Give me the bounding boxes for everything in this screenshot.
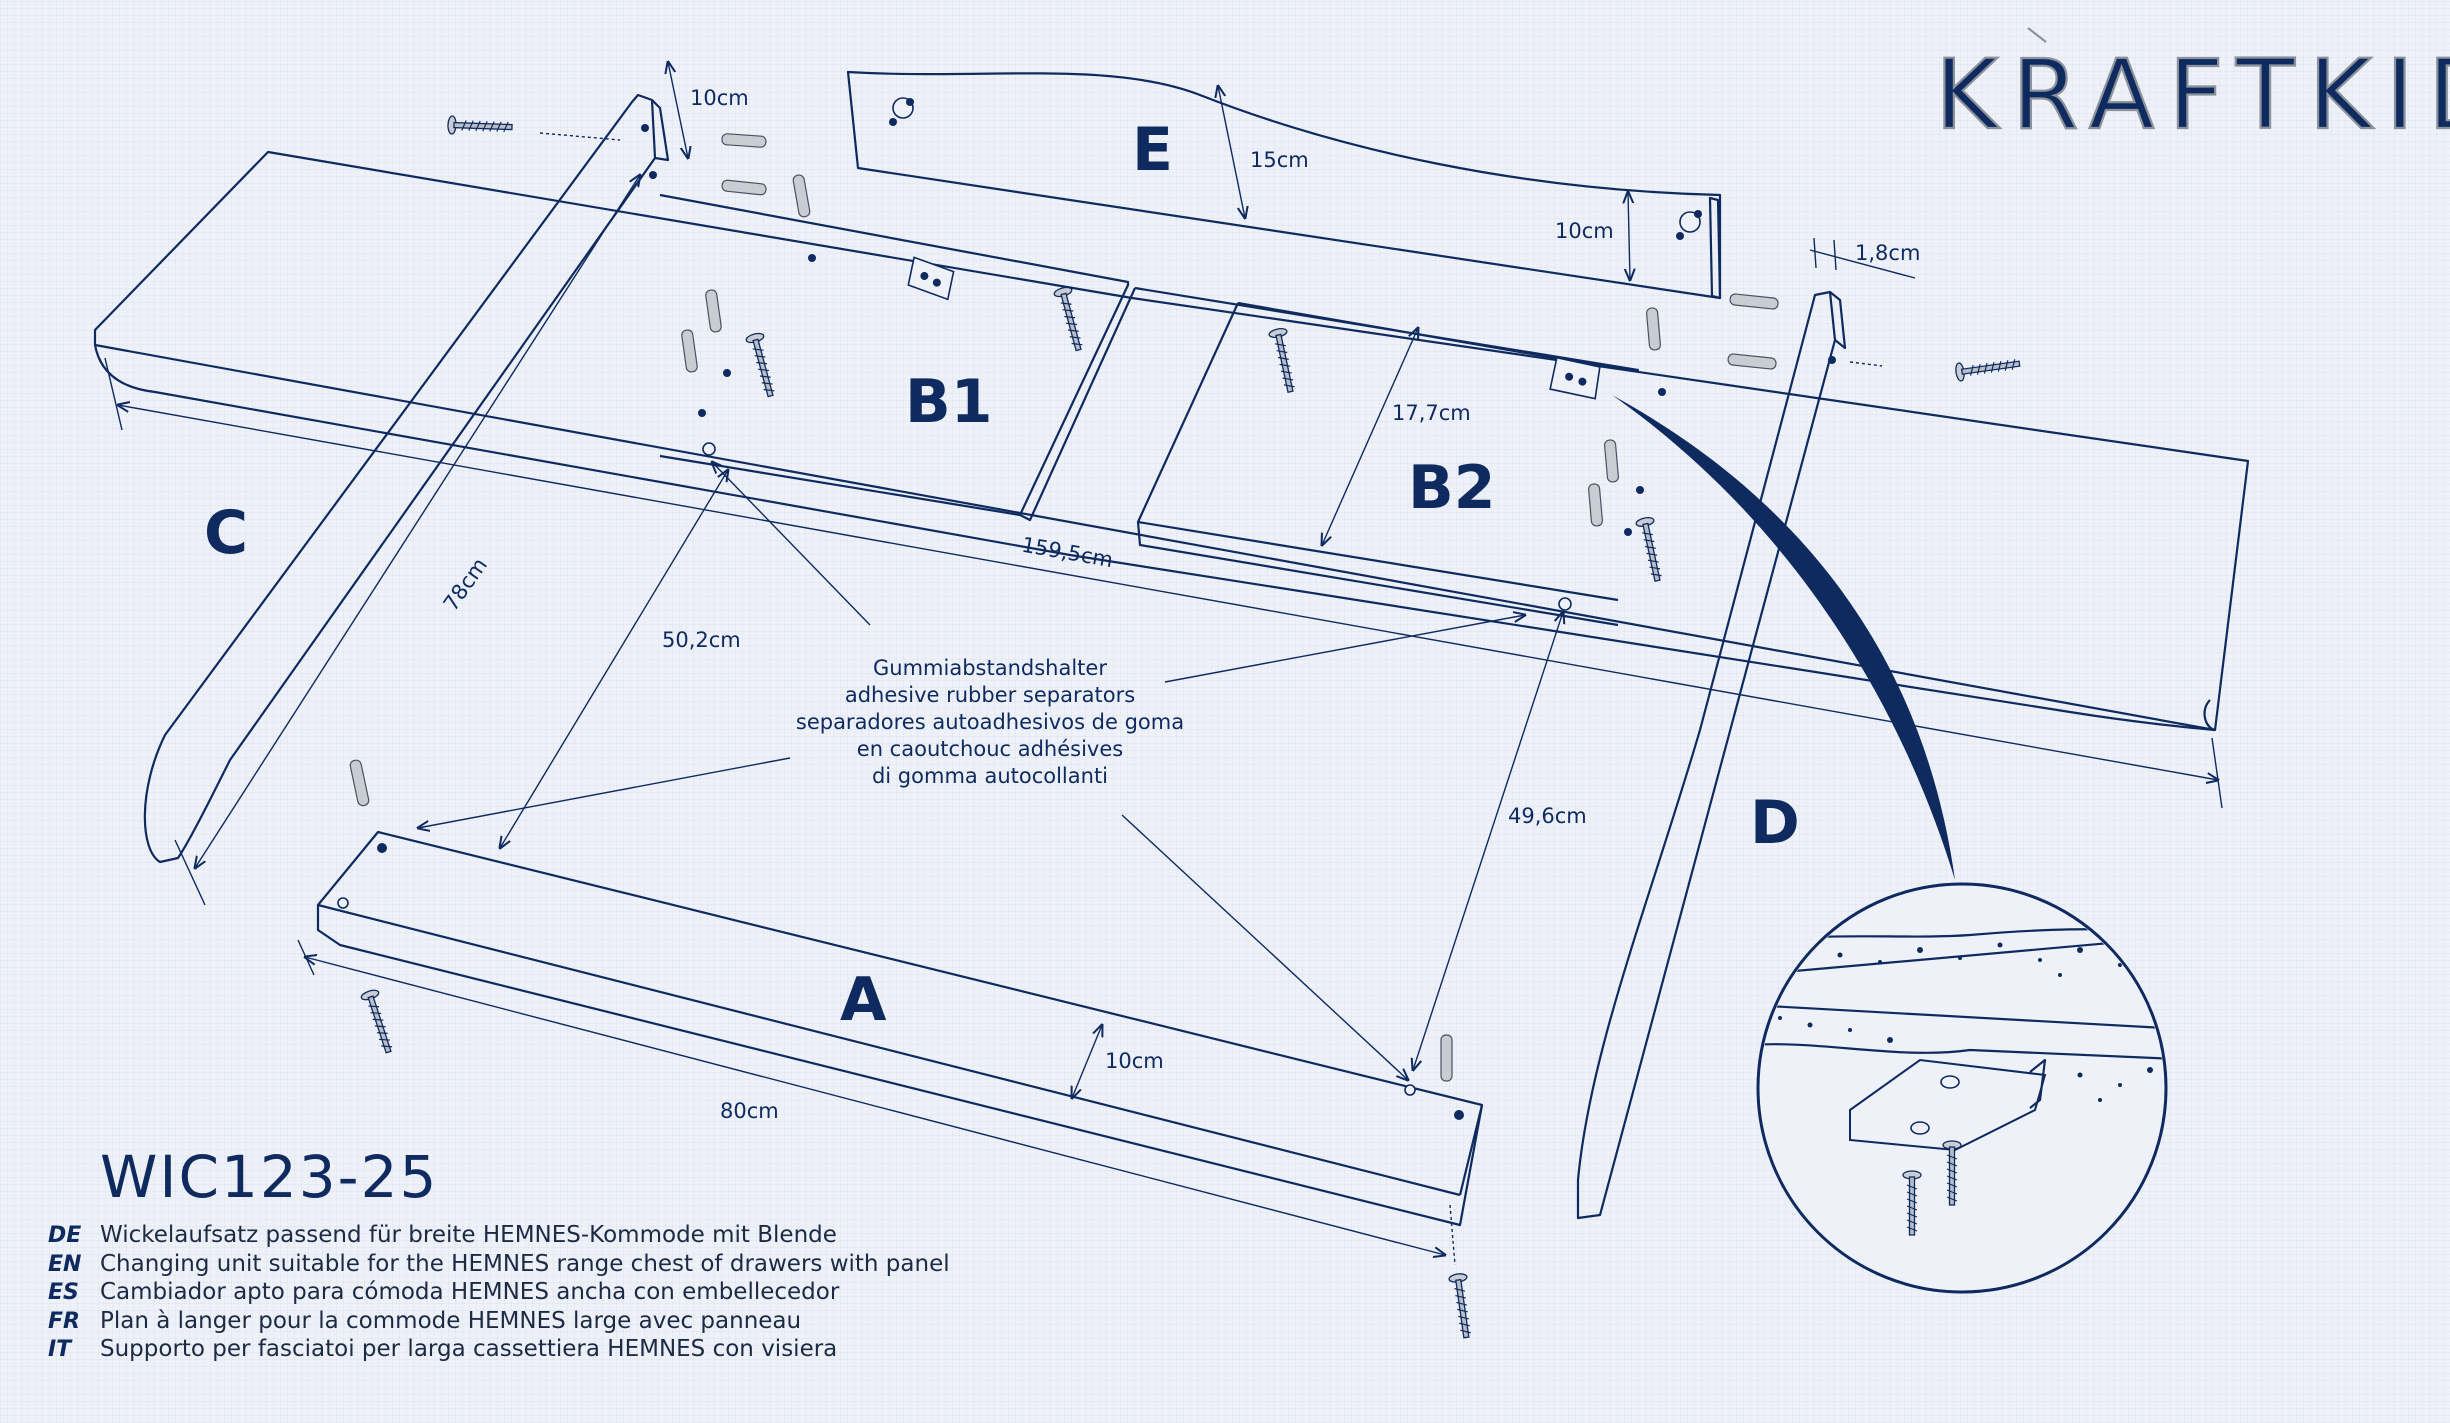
description-row-en: EN Changing unit suitable for the HEMNES… (48, 1251, 1148, 1280)
note-line-es: separadores autoadhesivos de goma (796, 710, 1184, 734)
dim-e-height-right: 10cm (1555, 219, 1614, 243)
description-row-es: ES Cambiador apto para cómoda HEMNES anc… (48, 1279, 1148, 1308)
lang-code: EN (48, 1251, 82, 1277)
logo-a-accent (2027, 27, 2047, 43)
dim-b2-height: 49,6cm (1508, 804, 1587, 828)
product-info: WIC123-25 DE Wickelaufsatz passend für b… (48, 1148, 1148, 1365)
dim-thickness: 1,8cm (1855, 241, 1920, 265)
label-part-c: C (204, 498, 248, 568)
part-d-leg (1576, 290, 1847, 1220)
description-row-it: IT Supporto per fasciatoi per larga cass… (48, 1336, 1148, 1365)
dim-c-dowel-spacing: 10cm (690, 86, 749, 110)
note-line-fr: en caoutchouc adhésives (857, 737, 1123, 761)
description-text: Cambiador apto para cómoda HEMNES ancha … (100, 1279, 840, 1305)
brand-logo: KRAFTKIDS (1935, 39, 2450, 151)
part-b2 (1134, 286, 1640, 627)
note-line-it: di gomma autocollanti (872, 764, 1108, 788)
note-line-en: adhesive rubber separators (845, 683, 1135, 707)
description-text: Plan à langer pour la commode HEMNES lar… (100, 1307, 802, 1334)
part-e (846, 70, 1722, 300)
dim-b1-depth: 50,2cm (662, 628, 741, 652)
dimension-lines (104, 62, 2223, 1255)
label-part-e: E (1132, 115, 1173, 185)
separator-note: Gummiabstandshalter adhesive rubber sepa… (796, 656, 1184, 788)
label-part-a: A (840, 965, 887, 1035)
product-code: WIC123-25 (100, 1143, 439, 1211)
separator-pointers (418, 462, 1525, 1080)
description-row-de: DE Wickelaufsatz passend für breite HEMN… (48, 1222, 1148, 1251)
note-line-de: Gummiabstandshalter (873, 656, 1107, 680)
description-row-fr: FR Plan à langer pour la commode HEMNES … (48, 1308, 1148, 1337)
dim-a-height: 10cm (1105, 1049, 1164, 1073)
dim-b2-depth: 17,7cm (1392, 401, 1471, 425)
description-text: Wickelaufsatz passend für breite HEMNES-… (100, 1222, 837, 1248)
lang-code: IT (48, 1337, 72, 1362)
label-part-b2: B2 (1408, 453, 1495, 523)
lang-code: DE (48, 1223, 82, 1248)
part-c (93, 150, 2250, 732)
label-part-b1: B1 (905, 367, 992, 437)
label-part-d: D (1750, 788, 1800, 858)
lang-code: ES (48, 1280, 79, 1305)
dim-c-length: 159,5cm (1020, 533, 1115, 573)
description-text: Supporto per fasciatoi per larga cassett… (100, 1336, 838, 1362)
lang-code: FR (48, 1308, 80, 1334)
part-c-leg (143, 93, 670, 864)
dim-e-height-left: 15cm (1250, 148, 1309, 172)
dim-a-length: 80cm (720, 1099, 779, 1123)
dim-c-height: 78cm (439, 553, 492, 615)
description-text: Changing unit suitable for the HEMNES ra… (100, 1250, 950, 1277)
zoom-detail (1612, 395, 2168, 1294)
part-b1 (659, 193, 1137, 522)
